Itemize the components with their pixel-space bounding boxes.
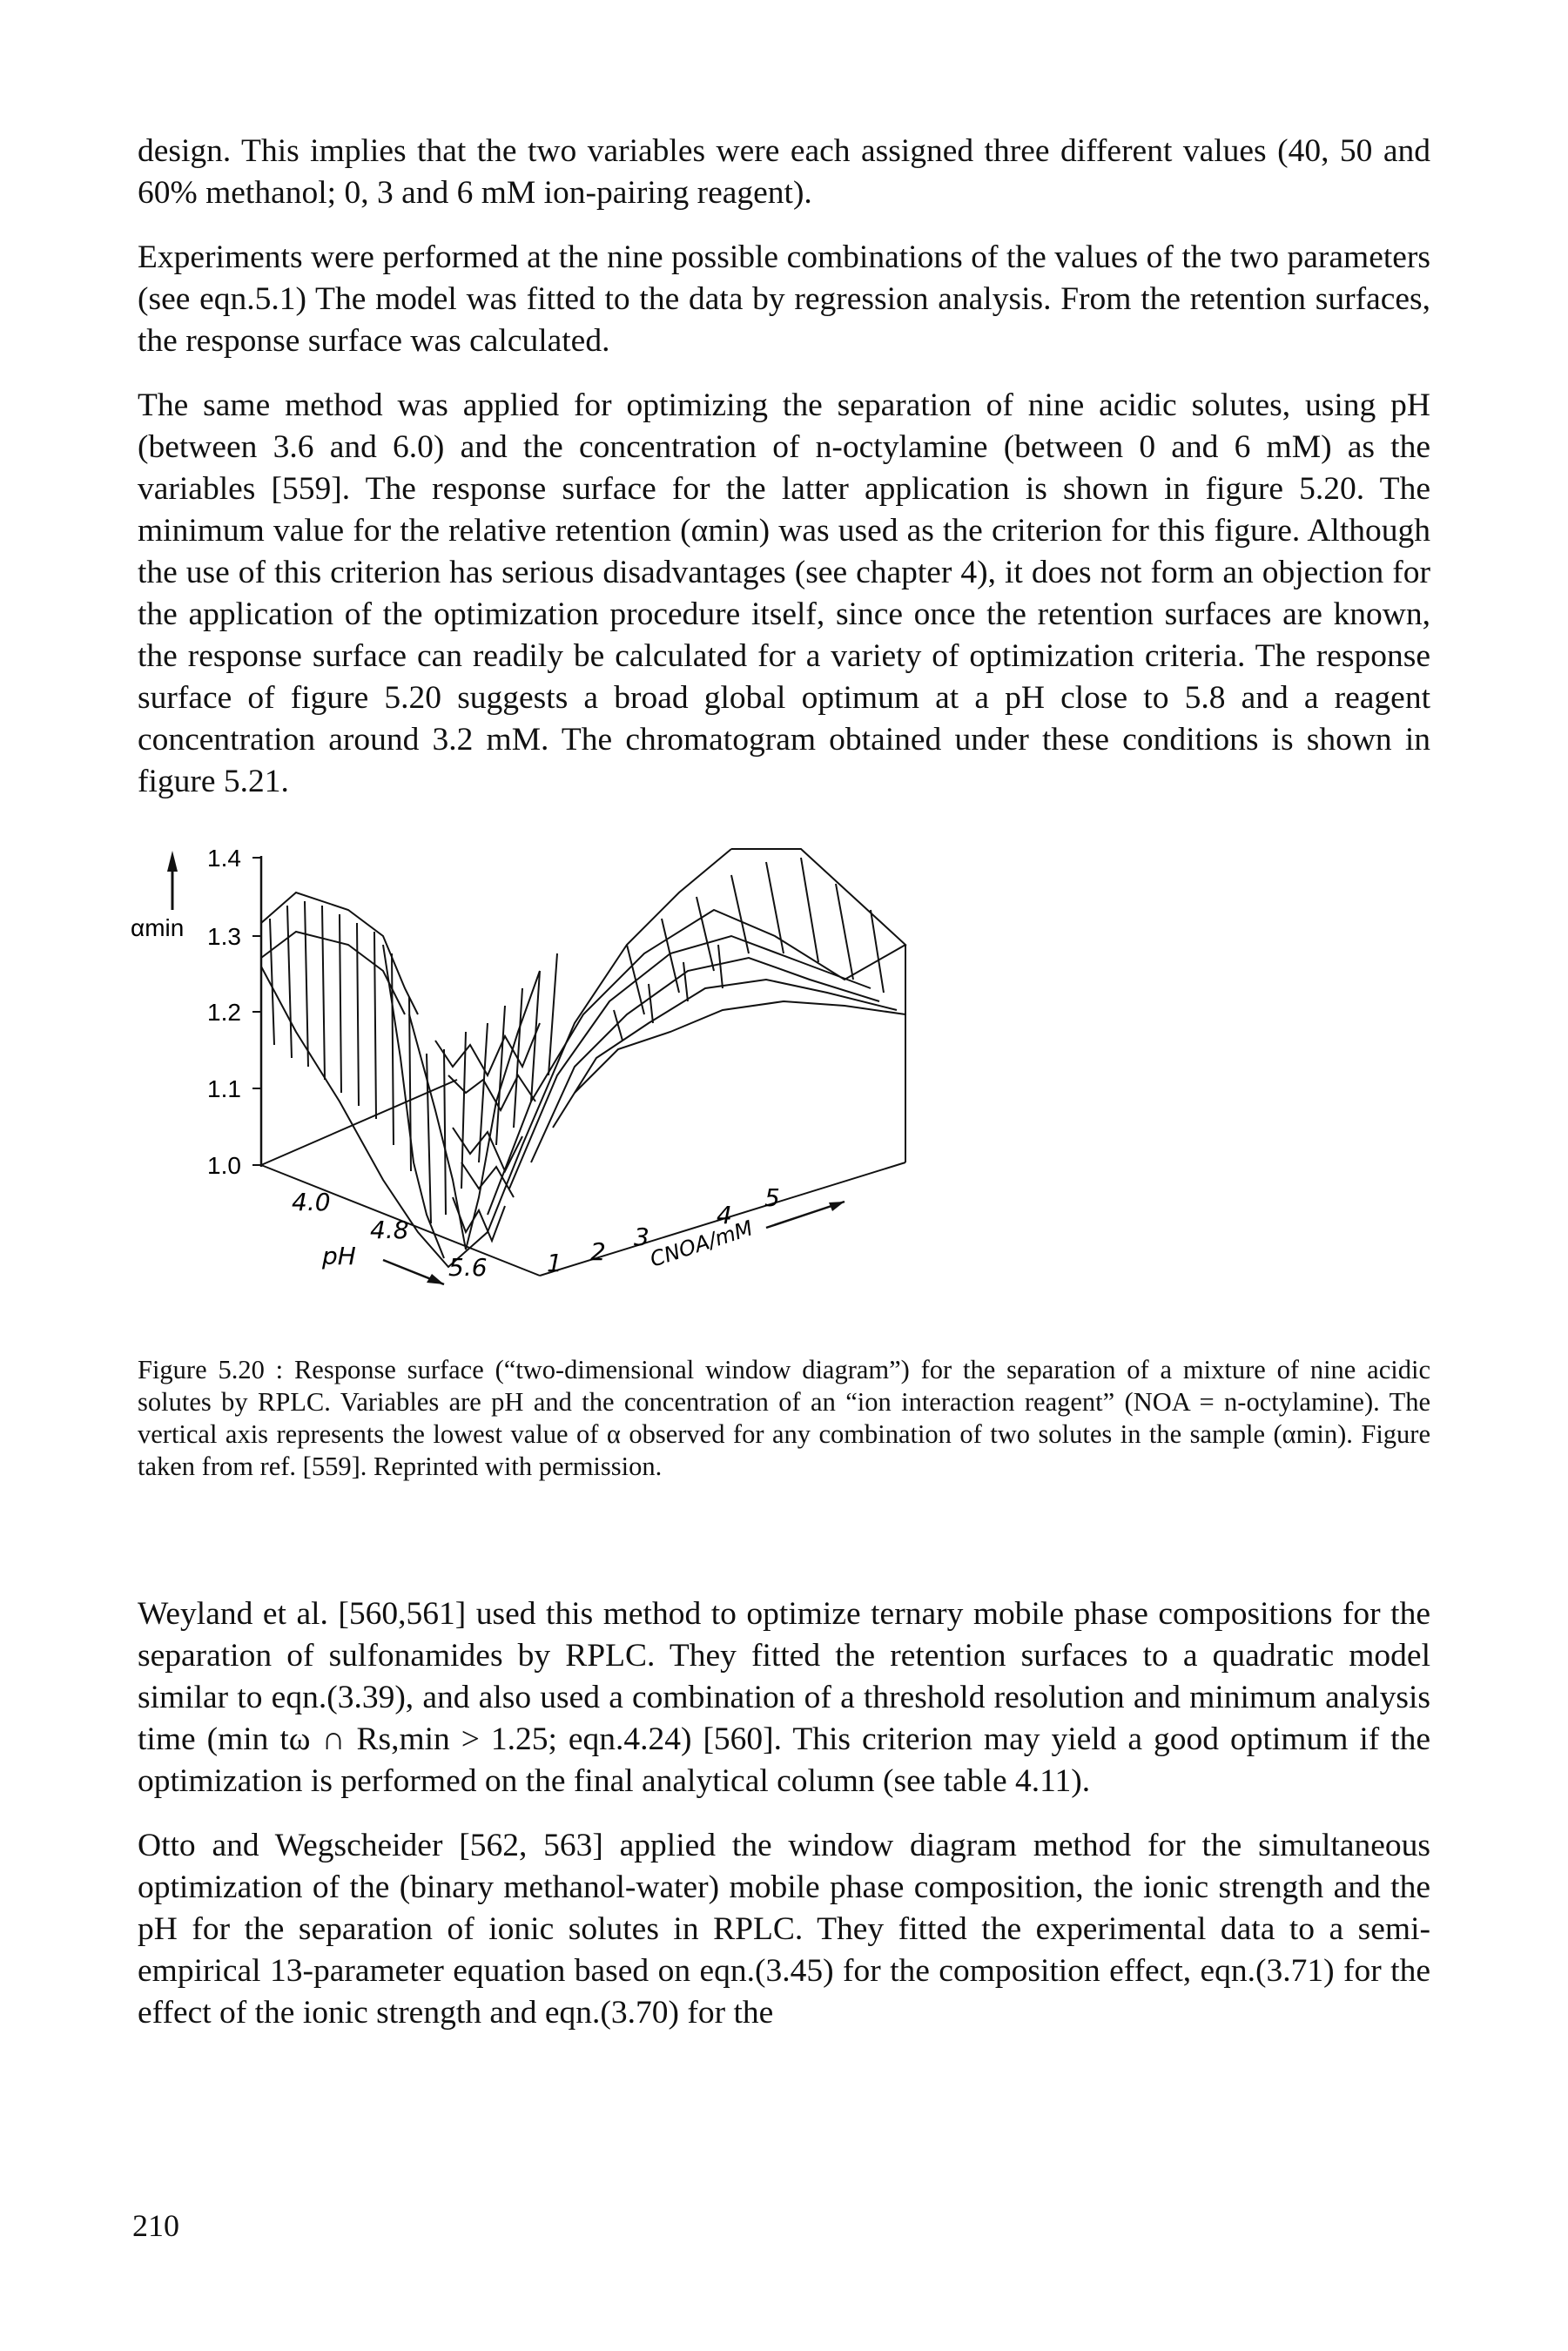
top-text: design. This implies that the two variab… bbox=[138, 131, 1430, 825]
page-number: 210 bbox=[132, 2208, 179, 2243]
conc-tick-5: 5 bbox=[764, 1183, 780, 1212]
y-tick-1-2: 1.2 bbox=[207, 999, 241, 1026]
paragraph-5: Otto and Wegscheider [562, 563] applied … bbox=[138, 1828, 1430, 2031]
surface-mesh bbox=[260, 848, 907, 1269]
conc-tick-4: 4 bbox=[717, 1201, 732, 1229]
conc-tick-2: 2 bbox=[590, 1237, 606, 1266]
back-floor-edge bbox=[260, 1079, 458, 1166]
ph-floor-edge bbox=[260, 1164, 541, 1277]
y-tick-1-3: 1.3 bbox=[207, 923, 241, 950]
ph-tick-4-0: 4.0 bbox=[292, 1188, 331, 1216]
bottom-text: Weyland et al. [560,561] used this metho… bbox=[138, 1593, 1430, 2057]
y-tick-1-0: 1.0 bbox=[207, 1152, 241, 1179]
y-tick-1-1: 1.1 bbox=[207, 1075, 241, 1102]
conc-tick-1: 1 bbox=[547, 1249, 562, 1277]
conc-tick-3: 3 bbox=[634, 1223, 649, 1251]
figure-caption: Figure 5.20 : Response surface (“two-dim… bbox=[138, 1355, 1430, 1481]
figure-5-20: αmin 1.4 1.3 1.2 1.1 1.0 bbox=[122, 814, 993, 1337]
y-arrow-head bbox=[167, 851, 178, 872]
ph-axis-label: pH bbox=[321, 1242, 356, 1270]
y-axis-label: αmin bbox=[131, 914, 184, 941]
paragraph-3: The same method was applied for optimizi… bbox=[138, 387, 1430, 799]
paragraph-1: design. This implies that the two variab… bbox=[138, 133, 1430, 211]
response-surface-plot: αmin 1.4 1.3 1.2 1.1 1.0 bbox=[131, 845, 907, 1286]
paragraph-2: Experiments were performed at the nine p… bbox=[138, 239, 1430, 359]
ph-tick-5-6: 5.6 bbox=[448, 1253, 488, 1282]
conc-axis-label: CNOA/mM bbox=[647, 1216, 756, 1271]
ph-tick-4-8: 4.8 bbox=[370, 1216, 409, 1244]
conc-floor-edge bbox=[539, 1162, 906, 1277]
paragraph-4: Weyland et al. [560,561] used this metho… bbox=[138, 1596, 1430, 1799]
y-tick-1-4: 1.4 bbox=[207, 845, 241, 872]
